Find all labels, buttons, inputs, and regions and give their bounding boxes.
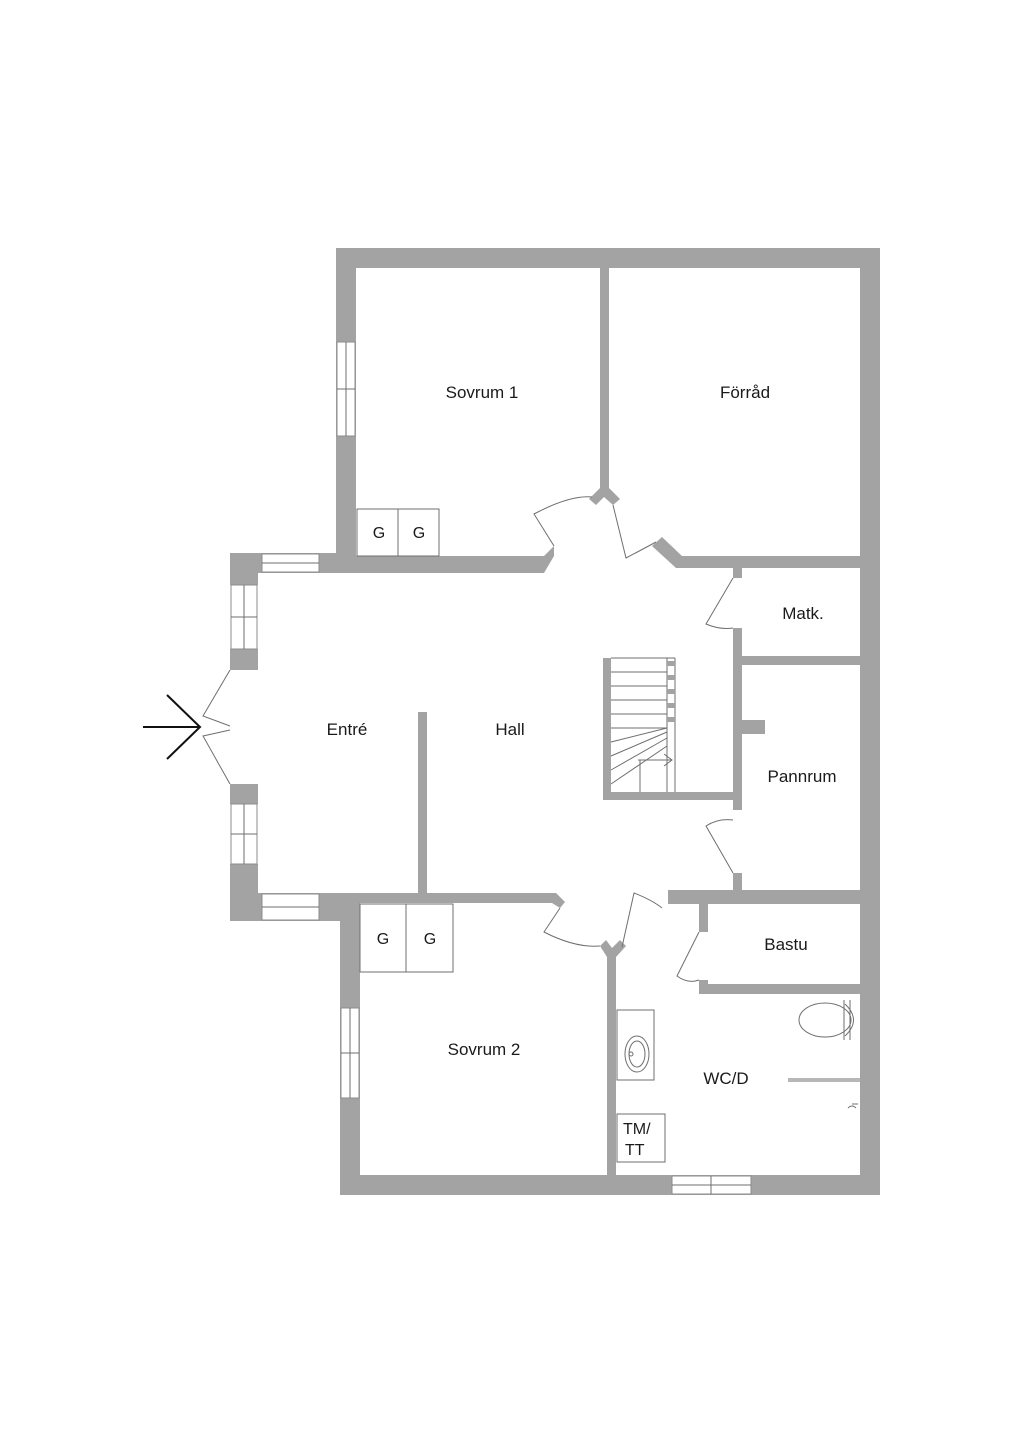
washer-dryer [616,1113,666,1163]
wall-sovrum1-bottom [356,546,554,573]
room-label-hall: Hall [495,720,524,739]
doors [202,496,734,982]
wall-right [860,248,880,1195]
tmtt-label-1: TM/ [623,1121,651,1138]
entrance-arrow-icon [143,694,202,760]
room-labels: Sovrum 1 Förråd Matk. Entré Hall Pannrum… [327,383,837,1088]
staircase [603,657,676,800]
door-wcd [621,892,663,948]
door-sovrum2 [543,907,601,947]
wall-junction-top [589,488,620,505]
windows [230,341,752,1195]
wall-matk-left-top [733,568,742,578]
wall-matk-left-bottom [733,628,742,658]
wall-stair-bottom [603,792,733,800]
door-bastu [676,931,700,982]
toilet-icon [798,1002,852,1038]
wall-pannrum-left-top [733,665,742,810]
wardrobes-sovrum2: G G [359,903,454,973]
wall-bay-left-2 [230,649,258,670]
door-entrance [202,669,231,785]
wall-bastu-bottom [699,984,860,994]
room-label-sovrum1: Sovrum 1 [446,383,519,402]
door-pannrum [705,819,734,874]
wall-bay-left-4 [230,864,258,921]
bathroom-fixtures: TM/ TT [616,1000,860,1163]
stair-rail-left [603,658,611,800]
wall-pannrum-bottom [668,890,860,904]
wardrobe-label: G [424,931,436,948]
wall-bottom [340,1175,880,1195]
sink-counter [616,1009,655,1081]
wall-matk-bottom [733,656,860,665]
wall-top [336,248,880,268]
tmtt-label-2: TT [625,1142,645,1159]
room-label-forrad: Förråd [720,383,770,402]
room-label-matk: Matk. [782,604,824,623]
wardrobe-label: G [377,931,389,948]
door-sovrum1 [533,496,593,547]
room-label-sovrum2: Sovrum 2 [448,1040,521,1059]
door-matk [705,577,734,629]
wall-pannrum-left-bottom [733,873,742,893]
door-forrad [612,504,657,559]
wall-bastu-left-top [699,904,708,932]
wardrobe-label: G [373,525,385,542]
wall-bay-left-3 [230,784,258,804]
wall-forrad-bottom [652,537,860,568]
wardrobes-sovrum1: G G [356,508,440,557]
sink-icon [624,1035,650,1073]
wardrobe-label: G [413,525,425,542]
shower-head-icon [847,1103,858,1109]
wall-pannrum-stub [742,720,765,734]
wall-bay-left-1 [230,553,258,585]
wall-sovrum2-top [356,893,565,908]
room-label-wcd: WC/D [703,1069,748,1088]
room-label-bastu: Bastu [764,935,807,954]
wall-entre-divider [418,712,427,893]
wall-forrad-left [600,268,609,496]
wall-junction-bottom [600,940,626,1175]
wall-sovrum2-top-b [340,893,360,903]
room-label-pannrum: Pannrum [768,767,837,786]
room-label-entre: Entré [327,720,368,739]
